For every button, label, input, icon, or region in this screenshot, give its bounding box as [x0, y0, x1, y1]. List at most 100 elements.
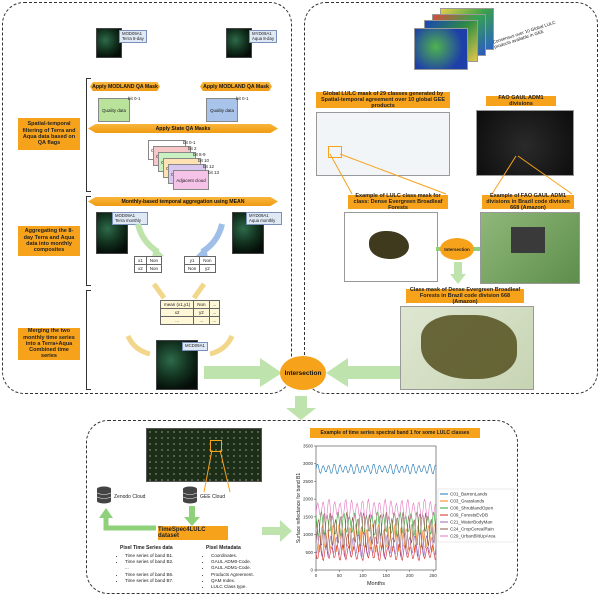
- final-class-shape: [421, 315, 517, 379]
- step3-bracket: [86, 290, 91, 390]
- fao-label: FAO GAUL ADM1 divisions: [486, 95, 556, 107]
- step2-bracket: [86, 196, 91, 286]
- merge-cell: ...: [193, 316, 210, 325]
- left-panel: [2, 2, 292, 394]
- dataset-to-chart-arrow: [262, 520, 292, 542]
- pixel-highlight: [210, 440, 222, 452]
- legend-label: C24_CropCerealRain: [450, 527, 494, 532]
- y-tick-label: 3000: [303, 461, 314, 466]
- dataset-to-zenodo-arrow: [99, 508, 156, 531]
- merge-cell: ...: [208, 316, 221, 325]
- qa-bit-6: bit 13: [208, 170, 220, 175]
- intersection-node: Intersection: [280, 356, 326, 390]
- global-mask-map: [316, 112, 450, 176]
- merge-cell: ...: [208, 300, 221, 309]
- qa-bit-4: bit 10: [198, 158, 210, 163]
- merge-cell: x2: [159, 308, 195, 317]
- x-tick-label: 250: [429, 573, 437, 578]
- dataset-box: TimeSpec4LULC dataset: [158, 526, 228, 540]
- series-line-C29_UrbanBlitUpArea: [315, 498, 437, 522]
- aqua-monthly-label: MYD09A1 Aqua monthly: [246, 212, 282, 226]
- legend-label: C06_ShrublandOpen: [450, 506, 494, 511]
- combined-label: MCD09A1: [182, 342, 208, 351]
- x-tick-label: 0: [315, 573, 318, 578]
- class-mask-map: [344, 212, 438, 282]
- legend-label: C21_WaterBodyMan: [450, 520, 493, 525]
- intersection-small: Intersection: [440, 238, 474, 260]
- legend-label: C29_UrbanBlitUpArea: [450, 534, 496, 539]
- zoom-lines: [329, 153, 573, 195]
- pixel-ts-head: Pixel Time Series data: [120, 545, 173, 551]
- state-qa-banner: Apply State QA Masks: [88, 124, 278, 133]
- series-line-C01_BarrenLands: [315, 463, 437, 475]
- monthly-banner: Monthly-based temporal aggregation using…: [88, 197, 278, 206]
- quality-aqua-card: Quality data: [206, 98, 238, 122]
- pixel-meta-item: Coordinates.: [211, 553, 254, 559]
- pixel-meta-item: GAUL ADM1-Code.: [211, 565, 254, 571]
- y-tick-label: 1000: [303, 532, 314, 537]
- zenodo-label: Zenodo Cloud: [114, 494, 146, 500]
- step1-bracket: [86, 78, 91, 192]
- terra-cell: x2: [134, 264, 147, 273]
- qa-bit-2: bit 2: [188, 146, 197, 151]
- qa-bit-1: bit 0-1: [183, 140, 196, 145]
- pixel-ts-item: Time series of band B2.: [125, 559, 173, 565]
- aqua-8day-label: MYD09A1 Aqua 8-day: [249, 30, 277, 44]
- left-to-intersection-arrow: [204, 358, 282, 387]
- final-class-label: Class mask of Dense Evergreen Broadleaf …: [406, 287, 524, 305]
- qa-mask-aqua-banner: Apply MODLAND QA Mask: [200, 82, 272, 91]
- monthly-arrows: [135, 223, 225, 258]
- terra-8day-image: [96, 28, 122, 58]
- merge-cell: ...: [159, 316, 195, 325]
- aqua-cell: y1: [183, 256, 201, 265]
- merge-cell: mean (x1,y1): [159, 300, 195, 309]
- bits-aqua-label: bit 0-1: [236, 96, 249, 101]
- y-axis-label: Surface reflectance for band B1: [296, 473, 302, 544]
- class-mask-shape: [369, 231, 409, 259]
- brazil-map: [480, 212, 580, 284]
- pixel-ts-list: Time series of band B1. Time series of b…: [118, 553, 173, 584]
- y-tick-label: 0: [310, 568, 313, 573]
- pixel-meta-item: GAUL ADM0-Code.: [211, 559, 254, 565]
- qa-mask-terra-banner: Apply MODLAND QA Mask: [90, 82, 160, 91]
- pixel-grid: [146, 428, 262, 482]
- legend-label: C09_ForestsEvDB: [450, 513, 488, 518]
- x-tick-label: 100: [359, 573, 367, 578]
- aqua-cell: y2: [199, 264, 216, 273]
- terra-cell: x1: [134, 256, 147, 265]
- aqua-cell: Non: [199, 256, 216, 265]
- terra-cell: Non: [145, 256, 163, 265]
- right-to-intersection-arrow: [326, 358, 400, 387]
- aqua-cell: Non: [183, 264, 201, 273]
- x-tick-label: 150: [383, 573, 391, 578]
- x-tick-label: 50: [337, 573, 343, 578]
- chart-banner: Example of time series spectral band 1 f…: [310, 428, 480, 438]
- pixel-zoom-lines: [203, 449, 231, 493]
- pixel-ts-item: Time series of band B1.: [125, 553, 173, 559]
- merge-cell: ...: [208, 308, 221, 317]
- qa-bit-3: bit 8-9: [193, 152, 206, 157]
- terra-monthly-label: MOD09A1 Terra monthly: [112, 212, 148, 226]
- legend-label: C03_Grasslands: [450, 499, 485, 504]
- aqua-8day-image: [226, 28, 252, 58]
- pixel-ts-item: Time series of band B7.: [125, 578, 173, 584]
- final-class-map: [400, 306, 534, 390]
- merge-cell: y2: [193, 308, 210, 317]
- pixel-ts-item: ...: [125, 565, 129, 571]
- quality-terra-card: Quality data: [98, 98, 130, 122]
- gee-db-icon: [182, 486, 198, 504]
- merge-arrows: [151, 282, 207, 300]
- pixel-meta-item: LULC Class type.: [211, 584, 254, 590]
- qa-card-6: Adjacent cloud: [173, 170, 209, 190]
- y-tick-label: 2500: [303, 479, 314, 484]
- fao-map: [476, 110, 574, 176]
- down-arrow-center: [286, 396, 316, 420]
- x-axis-label: Months: [367, 581, 385, 587]
- legend-label: C01_BarrenLands: [450, 492, 488, 497]
- merge-cell: Non: [193, 300, 210, 309]
- legend-box: [437, 488, 515, 543]
